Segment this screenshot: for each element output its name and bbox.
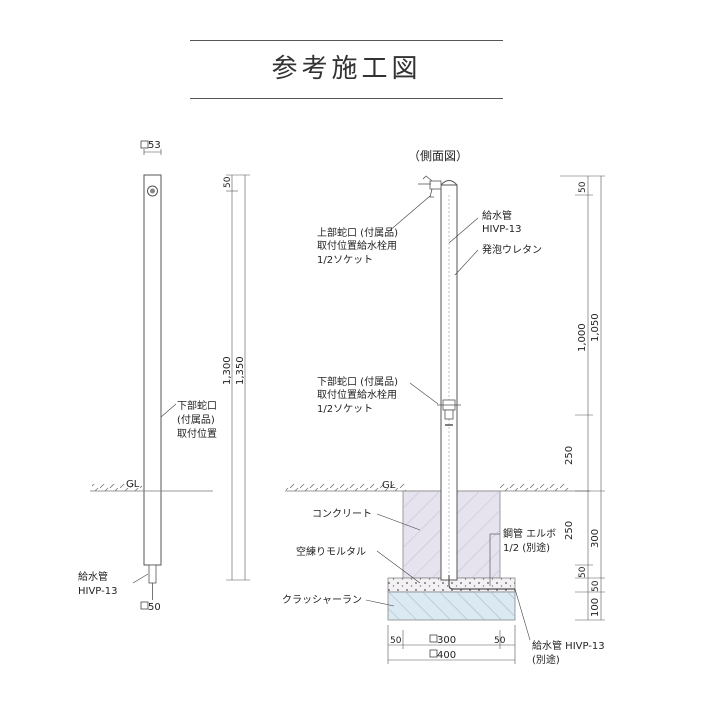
side-view: （側面図） GL	[282, 149, 605, 666]
elbow-line2: 1/2 (別途)	[503, 541, 550, 554]
lower-faucet-line2: 取付位置給水栓用	[317, 388, 397, 401]
side-view-title: （側面図）	[408, 149, 468, 163]
front-lower-faucet-line3: 取付位置	[177, 427, 217, 440]
front-top-size-square-icon	[140, 140, 149, 149]
bottom-dim-50-right: 50	[494, 636, 506, 646]
title-rule-top	[190, 40, 503, 41]
page-title: 参考施工図	[271, 54, 422, 84]
front-supply-pipe-line1: 給水管	[78, 570, 108, 583]
upper-faucet-line1: 上部蛇口 (付属品)	[317, 226, 398, 239]
front-faucet-socket-icon	[147, 185, 158, 197]
lower-faucet-icon	[437, 399, 461, 426]
bottom-pipe-line2: (別途)	[532, 653, 560, 666]
front-lower-faucet-line1: 下部蛇口	[177, 399, 217, 412]
front-dim-1350: 1,350	[235, 356, 246, 385]
front-lower-faucet-line2: (付属品)	[177, 413, 215, 426]
dim-1000: 1,000	[577, 323, 588, 352]
dim-100: 100	[590, 598, 601, 617]
front-post	[143, 174, 162, 566]
concrete-label: コンクリート	[312, 508, 372, 520]
crusher-run-label: クラッシャーラン	[282, 594, 362, 606]
front-gl-label: GL	[126, 479, 140, 490]
front-view: 53 50 GL 下部蛇口 (付属品) 取付位置 給水管 HIVP-13 50	[78, 140, 250, 613]
side-supply-pipe-line1: 給水管	[482, 209, 512, 222]
lower-faucet-line1: 下部蛇口 (付属品)	[317, 375, 398, 388]
elbow-pipe	[448, 575, 515, 590]
upper-faucet-line2: 取付位置給水栓用	[317, 239, 397, 252]
dim-250-upper: 250	[564, 446, 575, 465]
side-supply-pipe-line2: HIVP-13	[482, 224, 521, 235]
title-block: 参考施工図	[190, 38, 503, 100]
side-gl-label: GL	[382, 480, 396, 491]
upper-faucet-line3: 1/2ソケット	[317, 254, 373, 266]
bottom-dim-50-left: 50	[390, 636, 402, 646]
dim-50-mid: 50	[578, 566, 588, 578]
bottom-300-square-icon	[429, 634, 438, 643]
title-rule-bottom	[190, 98, 503, 99]
dim-250-lower: 250	[564, 521, 575, 540]
front-bottom-size-square-icon	[140, 601, 149, 610]
side-foam-label: 発泡ウレタン	[482, 243, 542, 256]
dim-50-low: 50	[591, 580, 601, 592]
bottom-dim-300: 300	[437, 635, 456, 646]
upper-faucet-icon	[418, 175, 442, 198]
mortar-label: 空練りモルタル	[296, 545, 366, 558]
dim-1050: 1,050	[590, 313, 601, 342]
bottom-dim-400: 400	[437, 650, 456, 661]
front-dim-1300: 1,300	[222, 356, 233, 385]
front-bottom-size: 50	[148, 602, 161, 613]
bottom-400-square-icon	[429, 649, 438, 658]
elbow-line1: 鋼管 エルボ	[503, 527, 556, 540]
front-supply-pipe-line2: HIVP-13	[78, 586, 117, 597]
front-dim-50: 50	[223, 176, 233, 188]
dim-50-top: 50	[578, 181, 588, 193]
bottom-pipe-line1: 給水管 HIVP-13	[532, 639, 605, 652]
dim-300: 300	[590, 529, 601, 548]
front-pipe-stub	[148, 564, 157, 584]
front-top-size: 53	[148, 140, 161, 151]
lower-faucet-line3: 1/2ソケット	[317, 403, 373, 415]
